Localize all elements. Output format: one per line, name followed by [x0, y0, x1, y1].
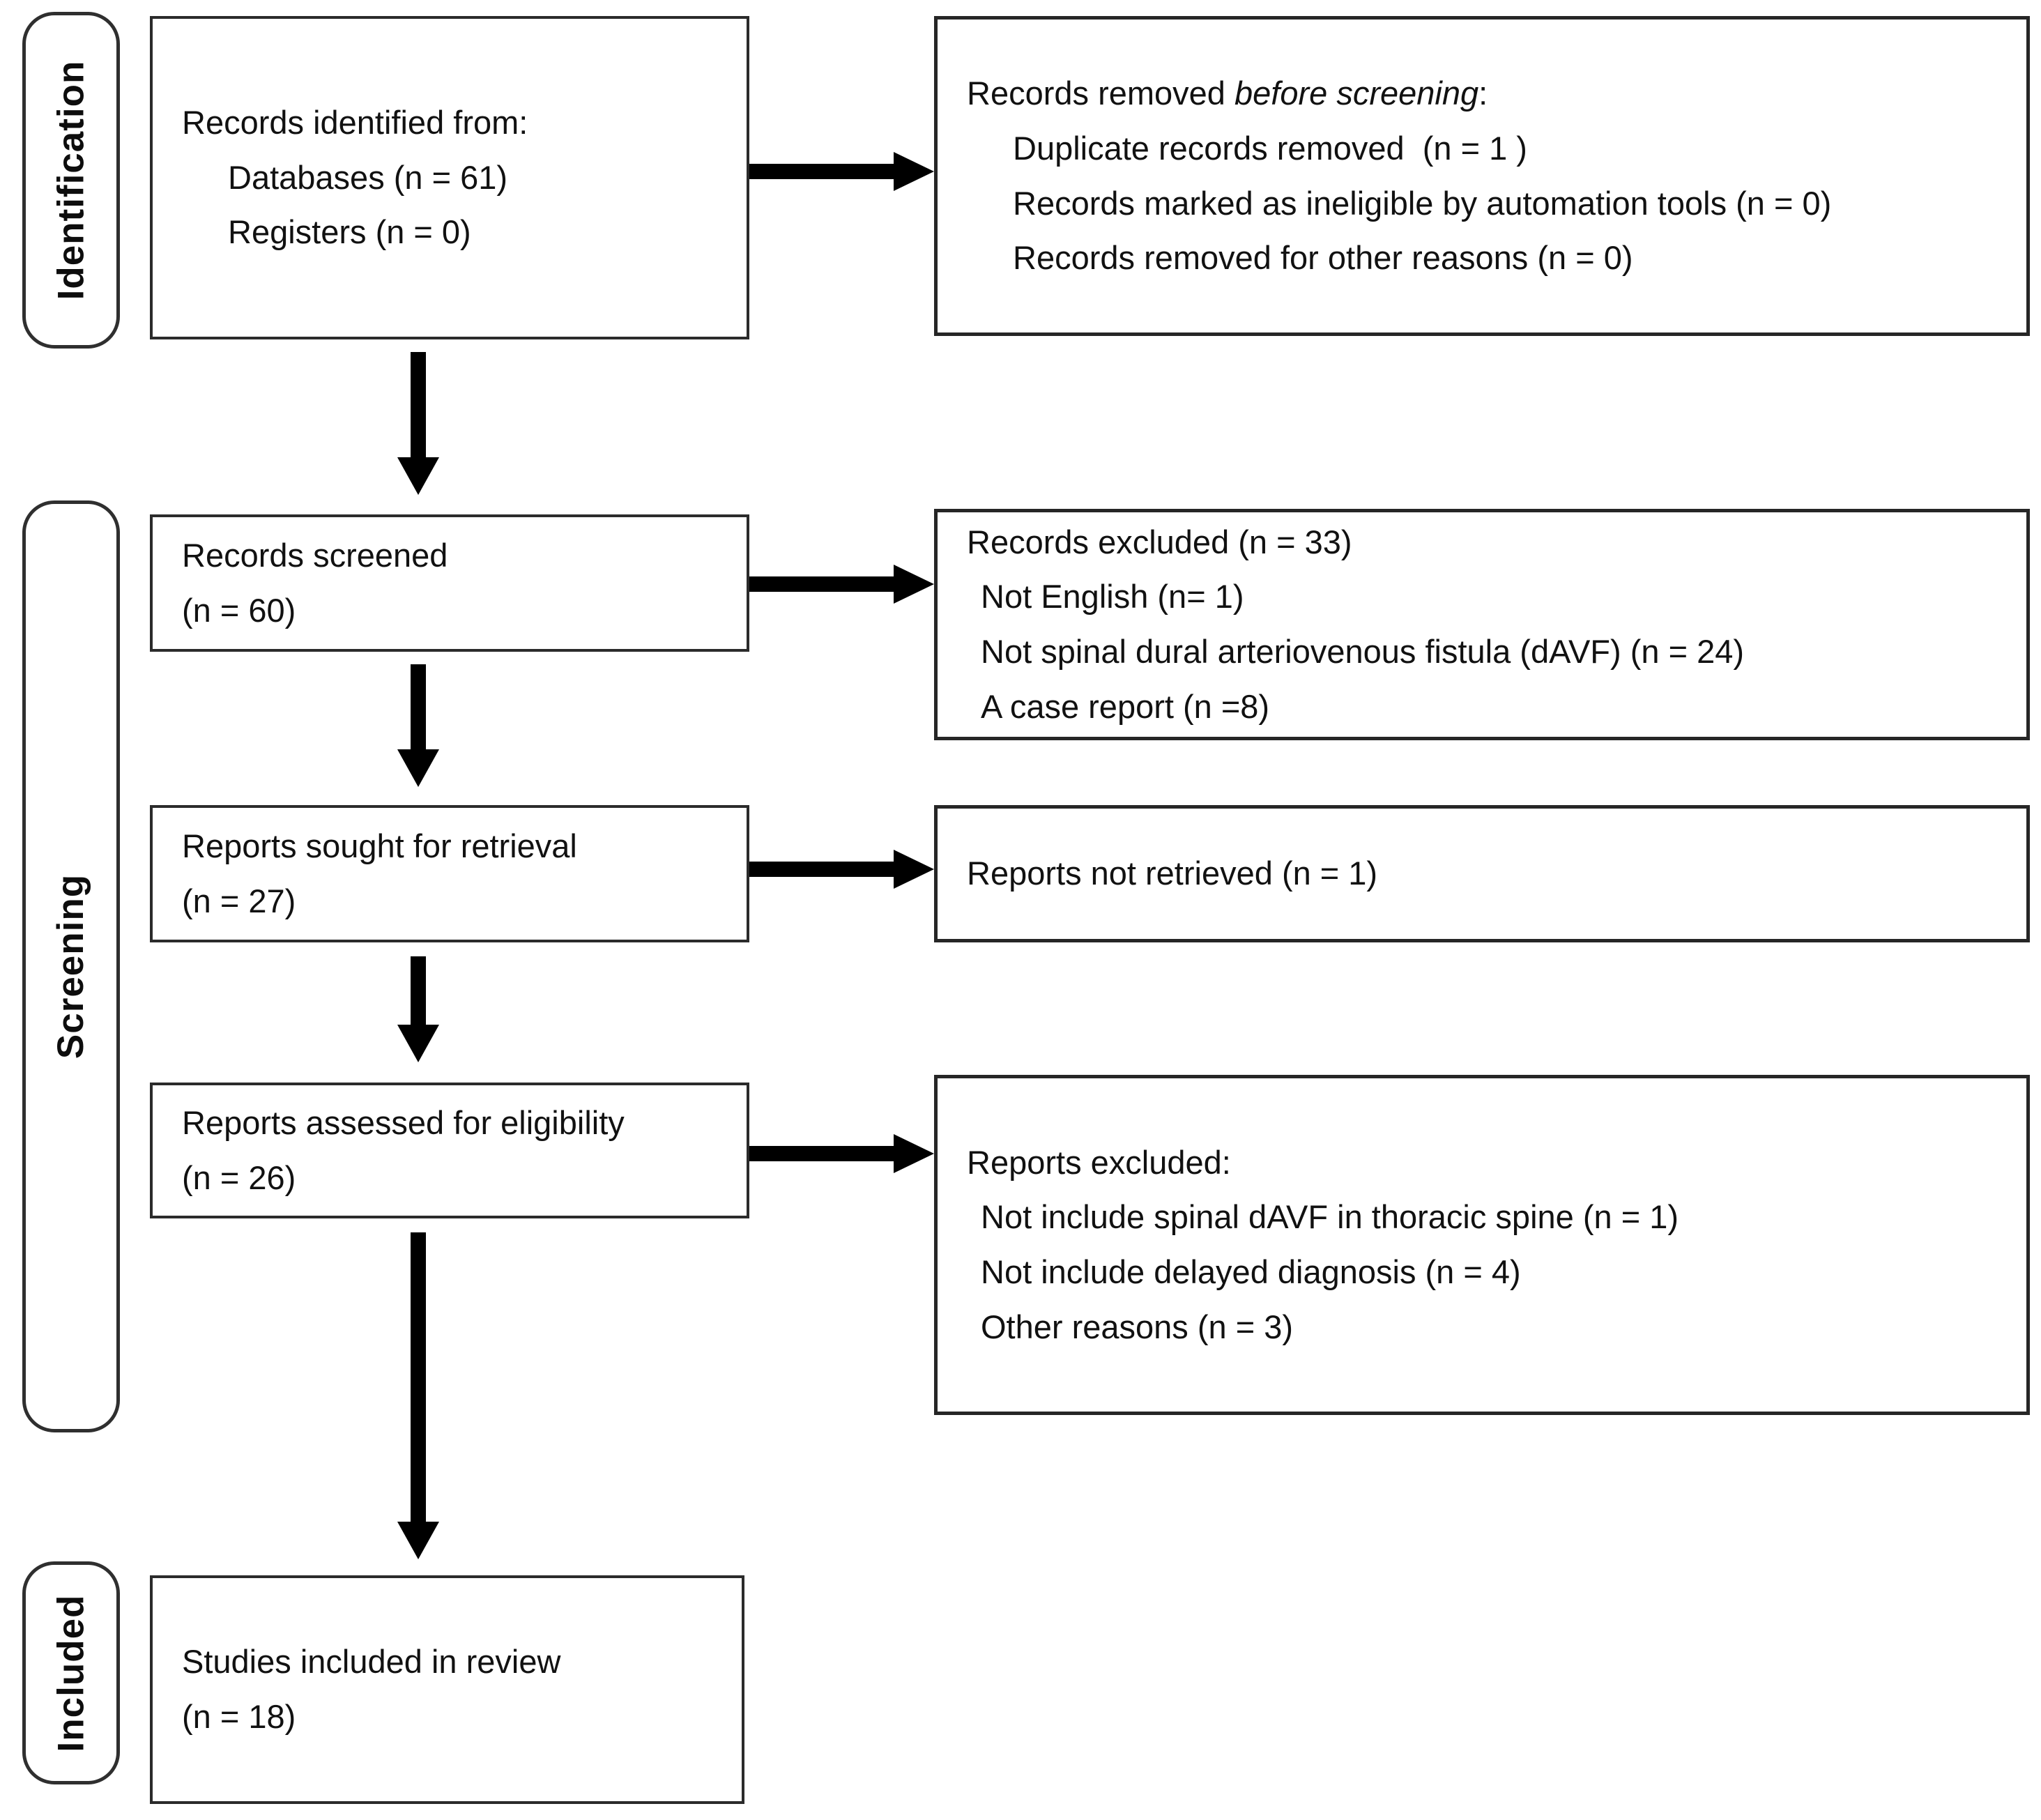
records-screened-text: Records screened (n = 60) [153, 517, 747, 649]
stage-pill-included: Included [22, 1561, 120, 1784]
arrowhead-right-icon [894, 1134, 934, 1173]
reports-excluded-text: Reports excluded: Not include spinal dAV… [938, 1078, 2026, 1412]
records-identified-title: Records identified from: [182, 103, 528, 141]
arrowhead-down-icon [397, 1522, 439, 1559]
reports-excluded-item-other: Other reasons (n = 3) [981, 1308, 1294, 1345]
arrow-shaft [749, 1146, 894, 1161]
arrow-down-screened-to-sought [397, 664, 439, 787]
arrow-right-assessed-to-reports-excluded [749, 1134, 934, 1173]
records-identified-item-registers: Registers (n = 0) [228, 213, 471, 251]
arrow-right-sought-to-not-retrieved [749, 850, 934, 889]
arrow-shaft [749, 862, 894, 877]
records-excluded-item-case-report: A case report (n =8) [981, 687, 1270, 725]
records-removed-box: Records removed before screening: Duplic… [934, 16, 2030, 336]
reports-not-retrieved-text: Reports not retrieved (n = 1) [938, 809, 2026, 939]
records-removed-title: Records removed before screening: [967, 70, 2001, 117]
records-screened-count: (n = 60) [182, 591, 296, 629]
arrow-shaft [411, 1232, 426, 1522]
records-excluded-title: Records excluded (n = 33) [967, 523, 1352, 560]
stage-label-identification: Identification [50, 60, 92, 300]
stage-pill-screening: Screening [22, 500, 120, 1432]
arrow-shaft [411, 352, 426, 457]
reports-sought-line1: Reports sought for retrieval [182, 827, 577, 864]
stage-label-included: Included [50, 1594, 92, 1752]
records-screened-line1: Records screened [182, 536, 448, 574]
records-removed-title-emphasis: before screening [1234, 75, 1479, 112]
reports-excluded-item-thoracic: Not include spinal dAVF in thoracic spin… [981, 1198, 1679, 1236]
records-removed-title-prefix: Records removed [967, 75, 1234, 112]
reports-sought-text: Reports sought for retrieval (n = 27) [153, 808, 747, 940]
reports-assessed-box: Reports assessed for eligibility (n = 26… [150, 1083, 749, 1218]
records-removed-title-suffix: : [1478, 75, 1488, 112]
reports-not-retrieved-box: Reports not retrieved (n = 1) [934, 805, 2030, 942]
arrowhead-down-icon [397, 457, 439, 495]
records-removed-text: Records removed before screening: Duplic… [938, 20, 2026, 332]
records-identified-item-databases: Databases (n = 61) [228, 158, 508, 196]
arrow-down-sought-to-assessed [397, 956, 439, 1062]
reports-assessed-count: (n = 26) [182, 1158, 296, 1196]
records-excluded-item-not-davf: Not spinal dural arteriovenous fistula (… [981, 633, 1744, 670]
studies-included-count: (n = 18) [182, 1698, 296, 1735]
stage-label-screening: Screening [50, 873, 92, 1060]
records-identified-text: Records identified from: Databases (n = … [153, 19, 747, 337]
arrow-right-identified-to-removed [749, 152, 934, 191]
records-excluded-item-language: Not English (n= 1) [981, 578, 1244, 615]
arrowhead-right-icon [894, 565, 934, 604]
records-excluded-text: Records excluded (n = 33) Not English (n… [938, 512, 2026, 737]
arrow-shaft [411, 956, 426, 1025]
reports-assessed-text: Reports assessed for eligibility (n = 26… [153, 1085, 747, 1216]
reports-sought-count: (n = 27) [182, 882, 296, 919]
reports-assessed-line1: Reports assessed for eligibility [182, 1103, 625, 1141]
reports-excluded-item-delayed: Not include delayed diagnosis (n = 4) [981, 1253, 1521, 1290]
reports-sought-box: Reports sought for retrieval (n = 27) [150, 805, 749, 942]
arrow-down-identified-to-screened [397, 352, 439, 495]
reports-not-retrieved-title: Reports not retrieved (n = 1) [967, 855, 1378, 892]
records-removed-item-duplicates: Duplicate records removed (n = 1 ) [1013, 129, 1527, 167]
arrowhead-down-icon [397, 749, 439, 787]
arrow-shaft [749, 164, 894, 179]
records-removed-item-other: Records removed for other reasons (n = 0… [1013, 239, 1633, 277]
arrow-down-assessed-to-included [397, 1232, 439, 1559]
stage-pill-identification: Identification [22, 12, 120, 349]
studies-included-text: Studies included in review (n = 18) [153, 1578, 742, 1801]
arrow-shaft [749, 576, 894, 592]
studies-included-box: Studies included in review (n = 18) [150, 1575, 744, 1804]
records-excluded-box: Records excluded (n = 33) Not English (n… [934, 509, 2030, 740]
studies-included-line1: Studies included in review [182, 1643, 561, 1681]
records-identified-box: Records identified from: Databases (n = … [150, 16, 749, 339]
arrowhead-right-icon [894, 850, 934, 889]
arrowhead-down-icon [397, 1025, 439, 1062]
arrow-shaft [411, 664, 426, 749]
records-removed-item-automation: Records marked as ineligible by automati… [1013, 184, 1832, 222]
reports-excluded-box: Reports excluded: Not include spinal dAV… [934, 1075, 2030, 1415]
records-screened-box: Records screened (n = 60) [150, 514, 749, 652]
arrow-right-screened-to-excluded [749, 565, 934, 604]
arrowhead-right-icon [894, 152, 934, 191]
reports-excluded-title: Reports excluded: [967, 1143, 1231, 1181]
